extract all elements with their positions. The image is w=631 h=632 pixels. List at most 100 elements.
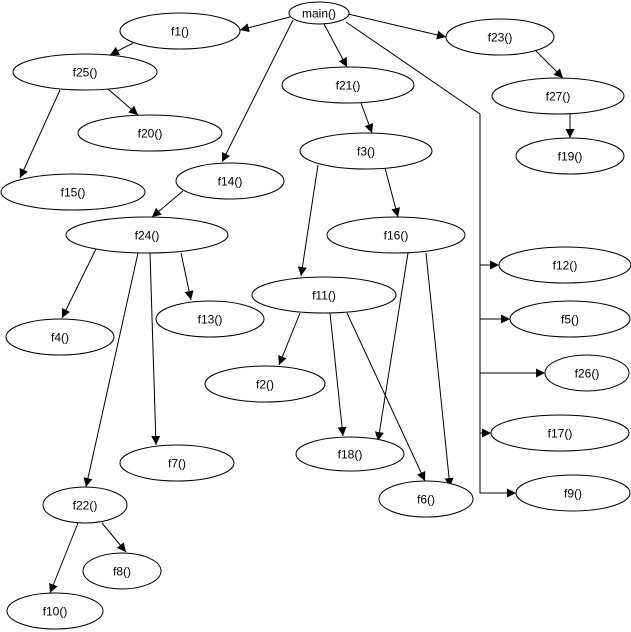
node-ellipse	[204, 365, 326, 403]
node-label: f2()	[256, 378, 274, 392]
node-f4[interactable]: f4()	[5, 318, 115, 356]
node-ellipse	[515, 137, 625, 175]
node-ellipse	[0, 173, 146, 211]
node-ellipse	[378, 480, 474, 518]
node-f8[interactable]: f8()	[82, 552, 162, 590]
edge-f3-to-f11	[297, 164, 319, 277]
node-f1[interactable]: f1()	[119, 12, 241, 50]
node-ellipse	[295, 436, 405, 472]
node-label: f18()	[338, 448, 363, 462]
node-label: f14()	[218, 175, 243, 189]
node-label: f10()	[43, 605, 68, 619]
node-f10[interactable]: f10()	[6, 592, 104, 630]
node-ellipse	[515, 474, 631, 512]
edge-f21-to-f3	[360, 102, 374, 134]
node-f3[interactable]: f3()	[299, 132, 433, 170]
node-f11[interactable]: f11()	[251, 276, 397, 314]
node-f6[interactable]: f6()	[378, 480, 474, 518]
node-f16[interactable]: f16()	[326, 216, 466, 254]
edge-f14-to-f24	[151, 190, 184, 218]
node-label: f21()	[336, 79, 361, 93]
node-ellipse	[65, 216, 229, 254]
node-main[interactable]: main()	[288, 1, 350, 25]
node-ellipse	[175, 162, 285, 200]
node-f22[interactable]: f22()	[42, 486, 128, 524]
node-label: f23()	[488, 31, 513, 45]
edge-f11-to-f2	[278, 312, 301, 366]
node-f17[interactable]: f17()	[490, 414, 630, 452]
node-label: f16()	[384, 229, 409, 243]
node-label: f20()	[138, 127, 163, 141]
node-label: f26()	[575, 367, 600, 381]
node-ellipse	[5, 318, 115, 356]
node-label: f27()	[546, 90, 571, 104]
node-f15[interactable]: f15()	[0, 173, 146, 211]
node-f25[interactable]: f25()	[12, 53, 158, 91]
edge-f25-to-f15	[19, 89, 61, 179]
node-ellipse	[281, 66, 415, 104]
node-label: f12()	[553, 259, 578, 273]
edges-layer	[19, 13, 575, 594]
edge-f3-to-f16	[384, 167, 401, 218]
node-f9[interactable]: f9()	[515, 474, 631, 512]
node-ellipse	[490, 414, 630, 452]
edge-f16-to-f6	[425, 252, 454, 488]
edge-main-to-f17	[479, 373, 491, 438]
edge-f24-to-f7	[149, 252, 161, 446]
node-label: f11()	[312, 289, 336, 303]
node-f19[interactable]: f19()	[515, 137, 625, 175]
node-ellipse	[82, 552, 162, 590]
edge-main-to-f21	[323, 23, 348, 68]
node-f12[interactable]: f12()	[498, 246, 631, 284]
node-f24[interactable]: f24()	[65, 216, 229, 254]
edge-main-to-f23	[347, 13, 447, 40]
node-label: f5()	[561, 313, 579, 327]
node-ellipse	[491, 77, 625, 115]
edge-f11-to-f18	[329, 312, 347, 437]
node-label: f1()	[171, 25, 189, 39]
node-ellipse	[509, 300, 631, 338]
node-f2[interactable]: f2()	[204, 365, 326, 403]
edge-main-to-f9	[479, 433, 516, 498]
node-ellipse	[155, 300, 265, 338]
node-label: f24()	[135, 229, 160, 243]
node-f5[interactable]: f5()	[509, 300, 631, 338]
node-ellipse	[119, 444, 235, 482]
edge-f24-to-f13	[180, 252, 194, 301]
node-f23[interactable]: f23()	[445, 18, 555, 56]
node-ellipse	[326, 216, 466, 254]
edge-f1-to-f25	[109, 42, 134, 56]
node-ellipse	[42, 486, 128, 524]
node-f18[interactable]: f18()	[295, 436, 405, 472]
node-f13[interactable]: f13()	[155, 300, 265, 338]
node-label: f13()	[198, 313, 223, 327]
node-label: f3()	[357, 145, 375, 159]
node-label: f19()	[558, 150, 583, 164]
edge-f16-to-f18	[374, 252, 409, 442]
node-f26[interactable]: f26()	[544, 354, 630, 392]
edge-main-to-f14	[221, 19, 294, 163]
node-label: f7()	[168, 457, 186, 471]
node-f7[interactable]: f7()	[119, 444, 235, 482]
node-ellipse	[544, 354, 630, 392]
node-ellipse	[12, 53, 158, 91]
node-f20[interactable]: f20()	[77, 114, 223, 152]
node-label: f4()	[51, 331, 69, 345]
edge-f11-to-f6	[346, 312, 426, 482]
edge-f24-to-f4	[61, 246, 98, 319]
node-f21[interactable]: f21()	[281, 66, 415, 104]
node-f27[interactable]: f27()	[491, 77, 625, 115]
node-f14[interactable]: f14()	[175, 162, 285, 200]
node-ellipse	[251, 276, 397, 314]
node-ellipse	[445, 18, 555, 56]
node-ellipse	[288, 1, 350, 25]
edge-main-to-f12	[345, 21, 499, 270]
node-label: f17()	[548, 427, 573, 441]
edge-main-to-f1	[239, 16, 291, 33]
node-label: main()	[302, 7, 336, 21]
node-label: f15()	[61, 186, 86, 200]
edge-f22-to-f8	[101, 522, 127, 553]
node-label: f8()	[113, 565, 131, 579]
